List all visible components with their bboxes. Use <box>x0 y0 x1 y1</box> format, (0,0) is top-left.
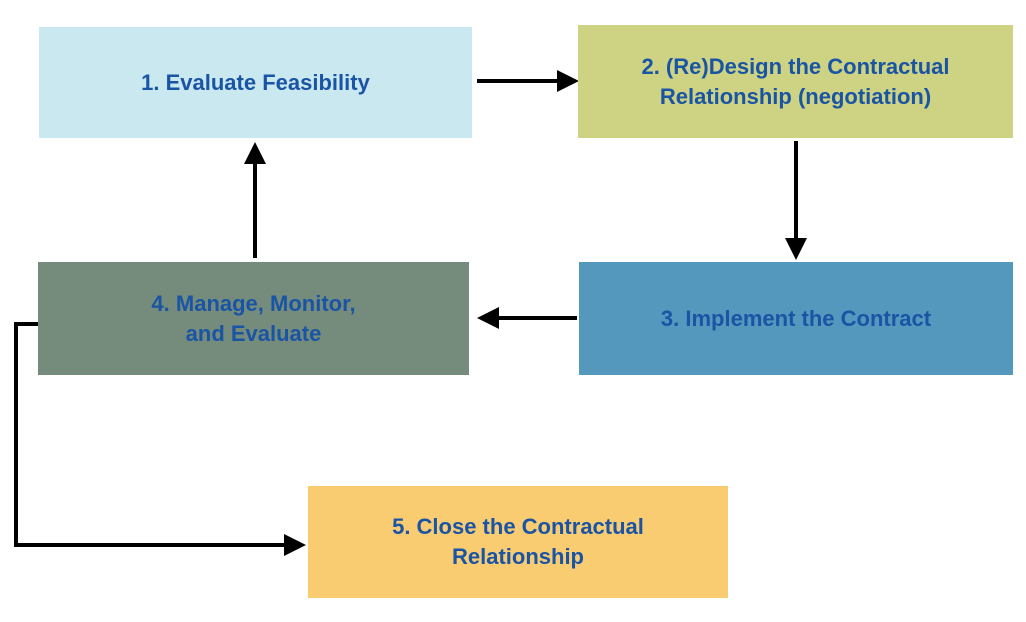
box-label-line: 5. Close the Contractual <box>392 514 644 539</box>
arrow-4-to-1 <box>244 142 266 258</box>
box-redesign-contractual-relationship: 2. (Re)Design the Contractual Relationsh… <box>578 25 1013 138</box>
box-label-line: and Evaluate <box>185 320 322 346</box>
box-label-line: Relationship (negotiation) <box>659 83 932 109</box>
arrow-2-to-3 <box>785 141 807 260</box>
box-label-line: 4. Manage, Monitor, <box>151 290 356 316</box>
box-evaluate-feasibility: 1. Evaluate Feasibility <box>39 27 472 138</box>
box-label-line: 2. (Re)Design the Contractual <box>641 53 950 79</box>
arrow-1-to-2 <box>477 70 579 92</box>
box-implement-contract: 3. Implement the Contract <box>579 262 1013 375</box>
box-label-line: 3. Implement the Contract <box>660 305 932 331</box>
arrow-4-to-5 <box>14 322 306 556</box>
box-manage-monitor-evaluate: 4. Manage, Monitor, and Evaluate <box>38 262 469 375</box>
box-label-line: Relationship <box>451 544 584 569</box>
arrow-3-to-4 <box>477 307 577 329</box>
box-close-contractual-relationship: 5. Close the Contractual Relationship <box>308 486 728 598</box>
box-label-line: 1. Evaluate Feasibility <box>141 69 370 95</box>
